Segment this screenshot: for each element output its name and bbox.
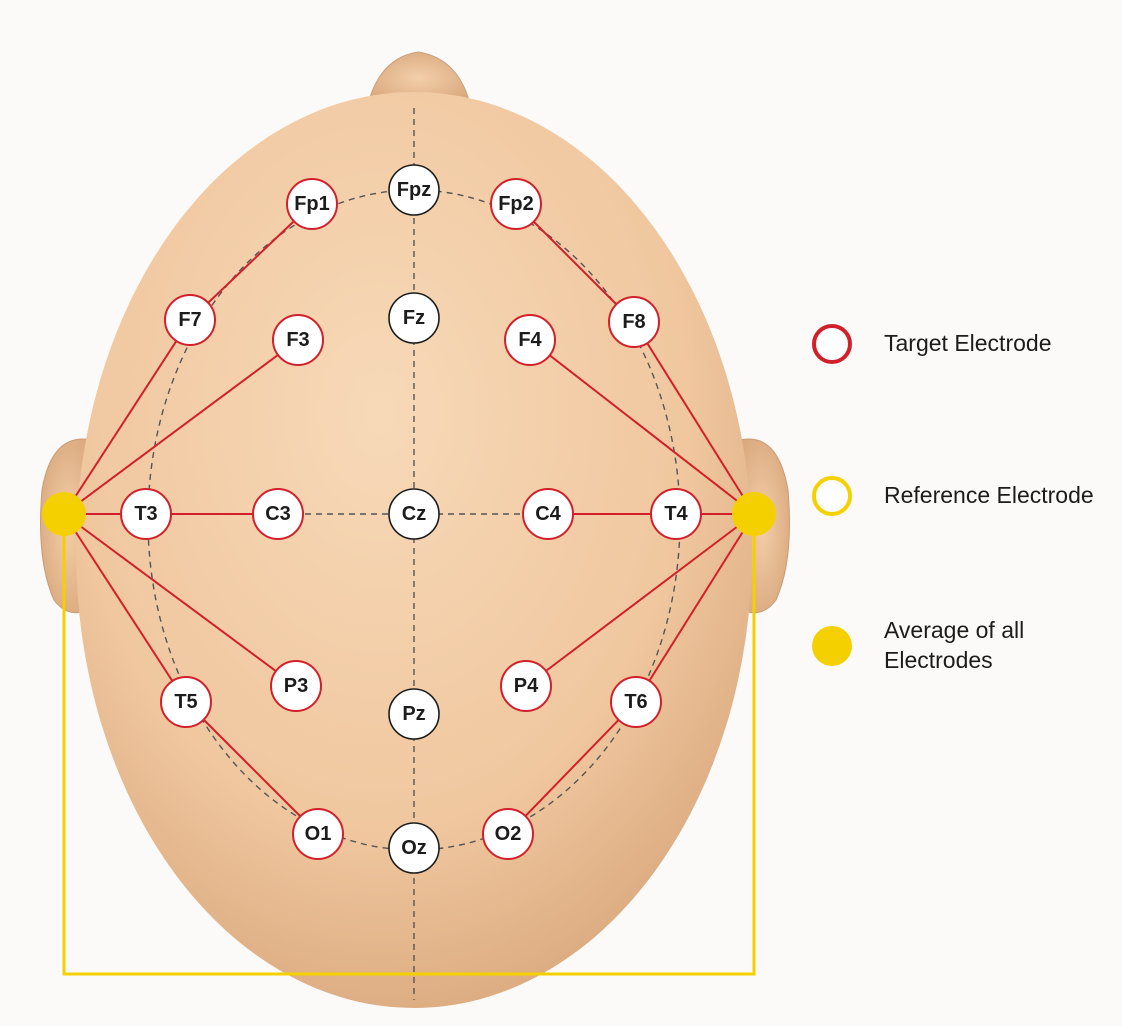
electrode-label: Fp1 xyxy=(294,193,330,215)
legend-label-average: Average of all Electrodes xyxy=(884,616,1024,676)
electrode-F8: F8 xyxy=(608,296,660,348)
electrode-F4: F4 xyxy=(504,314,556,366)
electrode-label: F4 xyxy=(518,329,542,351)
legend-item-reference: Reference Electrode xyxy=(812,476,1094,516)
electrode-Fz: Fz xyxy=(388,292,440,344)
electrode-label: Cz xyxy=(402,503,426,525)
electrode-F7: F7 xyxy=(164,294,216,346)
electrode-Cz: Cz xyxy=(388,488,440,540)
reference-wire xyxy=(62,514,756,976)
electrode-Fp2: Fp2 xyxy=(490,178,542,230)
target-electrode-swatch xyxy=(812,324,852,364)
nose xyxy=(367,51,471,105)
electrode-label: Fp2 xyxy=(498,193,534,215)
electrode-label: Fpz xyxy=(397,179,431,201)
average-electrode-left xyxy=(42,492,86,536)
electrode-label: Pz xyxy=(402,703,425,725)
legend-label-average-line2: Electrodes xyxy=(884,646,993,673)
legend-item-average: Average of all Electrodes xyxy=(812,616,1024,676)
electrode-P3: P3 xyxy=(270,660,322,712)
electrode-P4: P4 xyxy=(500,660,552,712)
electrode-label: T3 xyxy=(134,503,157,525)
average-electrode-swatch xyxy=(812,625,852,666)
electrode-label: F7 xyxy=(178,309,201,331)
legend-label-target: Target Electrode xyxy=(884,330,1052,357)
electrode-F3: F3 xyxy=(272,314,324,366)
electrode-label: Fz xyxy=(403,307,425,329)
electrode-T3: T3 xyxy=(120,488,172,540)
electrode-C4: C4 xyxy=(522,488,574,540)
electrode-label: Oz xyxy=(401,837,427,859)
electrode-label: P4 xyxy=(514,675,539,697)
electrode-O1: O1 xyxy=(292,808,344,860)
electrode-label: T6 xyxy=(624,691,647,713)
connection-lines xyxy=(63,203,755,835)
electrode-label: F3 xyxy=(286,329,309,351)
legend-label-reference: Reference Electrode xyxy=(884,482,1094,509)
electrode-label: C3 xyxy=(265,503,291,525)
legend-item-target: Target Electrode xyxy=(812,324,1051,364)
electrode-label: P3 xyxy=(284,675,308,697)
electrode-T5: T5 xyxy=(160,676,212,728)
electrode-label: T5 xyxy=(174,691,197,713)
electrode-T4: T4 xyxy=(650,488,702,540)
electrode-O2: O2 xyxy=(482,808,534,860)
electrode-label: O2 xyxy=(495,823,522,845)
electrode-C3: C3 xyxy=(252,488,304,540)
reference-electrode-swatch xyxy=(812,476,852,516)
electrode-label: F8 xyxy=(622,311,645,333)
average-electrode-right xyxy=(732,492,776,536)
electrode-T6: T6 xyxy=(610,676,662,728)
electrode-Pz: Pz xyxy=(388,688,440,740)
electrode-label: C4 xyxy=(535,503,561,525)
electrode-Fpz: Fpz xyxy=(388,164,440,216)
electrode-label: O1 xyxy=(305,823,332,845)
legend-label-average-line1: Average of all xyxy=(884,617,1025,643)
electrode-label: T4 xyxy=(664,503,688,525)
electrode-Fp1: Fp1 xyxy=(286,178,338,230)
electrode-Oz: Oz xyxy=(388,822,440,874)
